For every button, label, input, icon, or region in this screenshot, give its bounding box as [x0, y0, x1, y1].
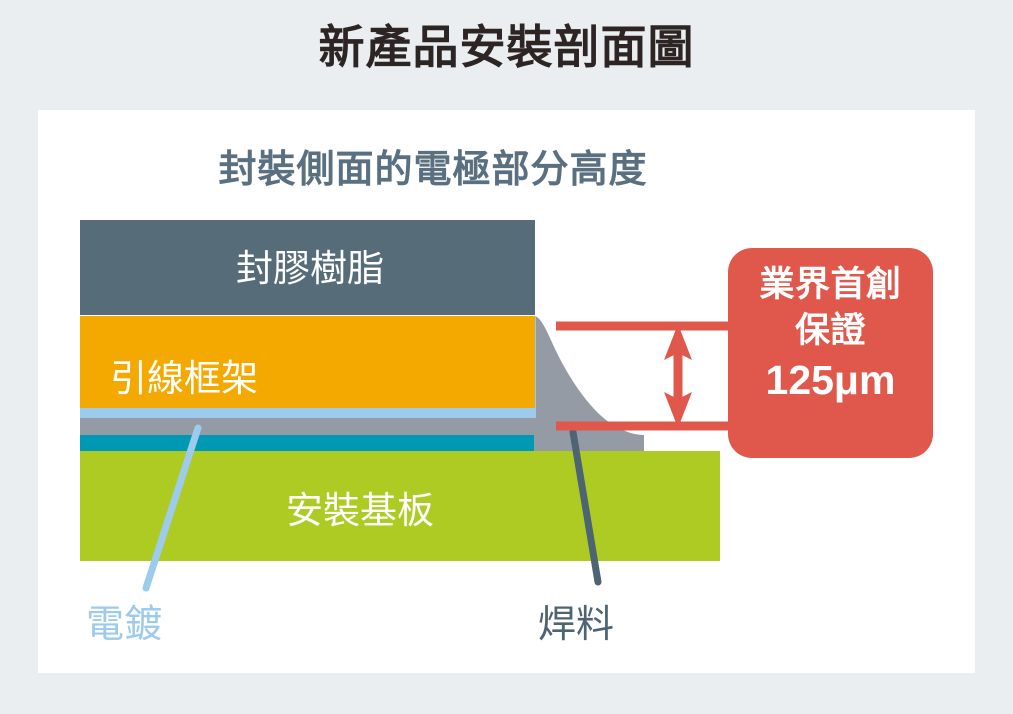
- layer-molding-resin: [80, 220, 535, 315]
- solder-leader-line: [569, 428, 602, 586]
- badge-line-industry-first: 業界首創: [759, 265, 902, 304]
- cross-section-diagram: 封膠樹脂 引線框架 安裝基板 電鍍 焊料 業界首創 保證 125μm: [38, 110, 975, 673]
- layer-solder-resist: [80, 435, 644, 451]
- dimension-arrow: [664, 324, 692, 428]
- layer-plating: [80, 406, 535, 418]
- callout-label-plating: 電鍍: [86, 604, 163, 646]
- plating-leader-line: [142, 424, 202, 592]
- diagram-panel: 封裝側面的電極部分高度: [38, 110, 975, 673]
- badge-value-height: 125μm: [765, 357, 896, 404]
- layer-lead-frame: [80, 316, 535, 408]
- cross-section-svg: [80, 220, 862, 592]
- page-title: 新產品安裝剖面圖: [318, 21, 695, 73]
- diagram-subtitle: 封裝側面的電極部分高度: [218, 149, 648, 191]
- callout-label-solder: 焊料: [538, 604, 615, 646]
- layer-solder-film: [80, 416, 555, 435]
- badge-line-guarantee: 保證: [794, 311, 866, 351]
- guarantee-badge: 業界首創 保證 125μm: [728, 248, 933, 458]
- solder-fillet: [534, 316, 644, 451]
